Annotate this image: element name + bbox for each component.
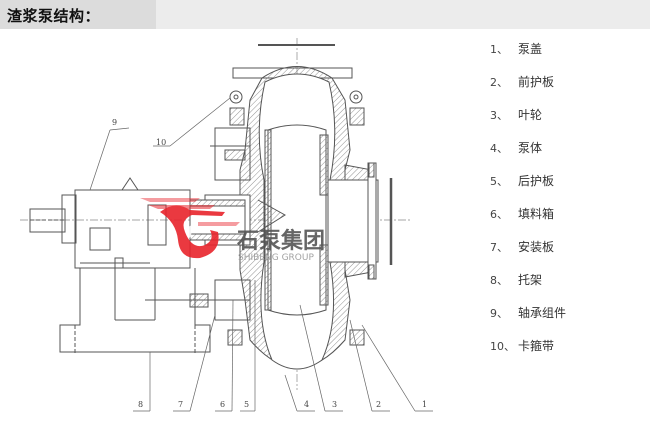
legend-label: 泵体	[518, 141, 543, 155]
parts-legend: 1、泵盖 2、前护板 3、叶轮 4、泵体 5、后护板 6、填料箱 7、安装板 8…	[490, 40, 566, 370]
legend-num: 3、	[490, 109, 508, 122]
legend-label: 泵盖	[518, 42, 543, 56]
callout-10: 10	[156, 138, 166, 147]
legend-item: 8、托架	[490, 271, 566, 304]
legend-label: 轴承组件	[518, 306, 567, 320]
legend-label: 前护板	[518, 75, 555, 89]
legend-item: 1、泵盖	[490, 40, 566, 73]
callout-8: 8	[138, 400, 143, 409]
section-title: 渣浆泵结构：	[7, 7, 101, 25]
legend-item: 5、后护板	[490, 172, 566, 205]
legend-num: 5、	[490, 175, 508, 188]
callout-4: 4	[304, 400, 309, 409]
legend-item: 9、轴承组件	[490, 304, 566, 337]
legend-item: 7、安装板	[490, 238, 566, 271]
legend-item: 3、叶轮	[490, 106, 566, 139]
callout-9: 9	[112, 118, 117, 127]
callout-6: 6	[220, 400, 225, 409]
legend-num: 9、	[490, 307, 508, 320]
legend-label: 托架	[518, 273, 543, 287]
legend-num: 7、	[490, 241, 508, 254]
legend-label: 填料箱	[518, 207, 555, 221]
section-header: 渣浆泵结构：	[0, 0, 650, 29]
legend-item: 4、泵体	[490, 139, 566, 172]
legend-label: 后护板	[518, 174, 555, 188]
legend-num: 4、	[490, 142, 508, 155]
callout-2: 2	[376, 400, 381, 409]
legend-num: 1、	[490, 43, 508, 56]
legend-item: 2、前护板	[490, 73, 566, 106]
callout-5: 5	[244, 400, 249, 409]
header-title-cell: 渣浆泵结构：	[0, 0, 156, 29]
legend-label: 安装板	[518, 240, 555, 254]
legend-num: 10、	[490, 340, 515, 353]
logo-name-en: SHIBENG GROUP	[238, 253, 314, 263]
legend-num: 6、	[490, 208, 508, 221]
legend-label: 卡箍带	[518, 339, 555, 353]
callout-1: 1	[422, 400, 427, 409]
callout-3: 3	[332, 400, 337, 409]
legend-label: 叶轮	[518, 108, 543, 122]
legend-item: 10、卡箍带	[490, 337, 566, 370]
logo-name-cn: 石泵集团	[236, 228, 325, 254]
bird-logo-icon	[140, 198, 240, 259]
legend-item: 6、填料箱	[490, 205, 566, 238]
legend-num: 2、	[490, 76, 508, 89]
callout-7: 7	[178, 400, 183, 409]
legend-num: 8、	[490, 274, 508, 287]
watermark-logo: 石泵集团 SHIBENG GROUP	[140, 198, 325, 263]
